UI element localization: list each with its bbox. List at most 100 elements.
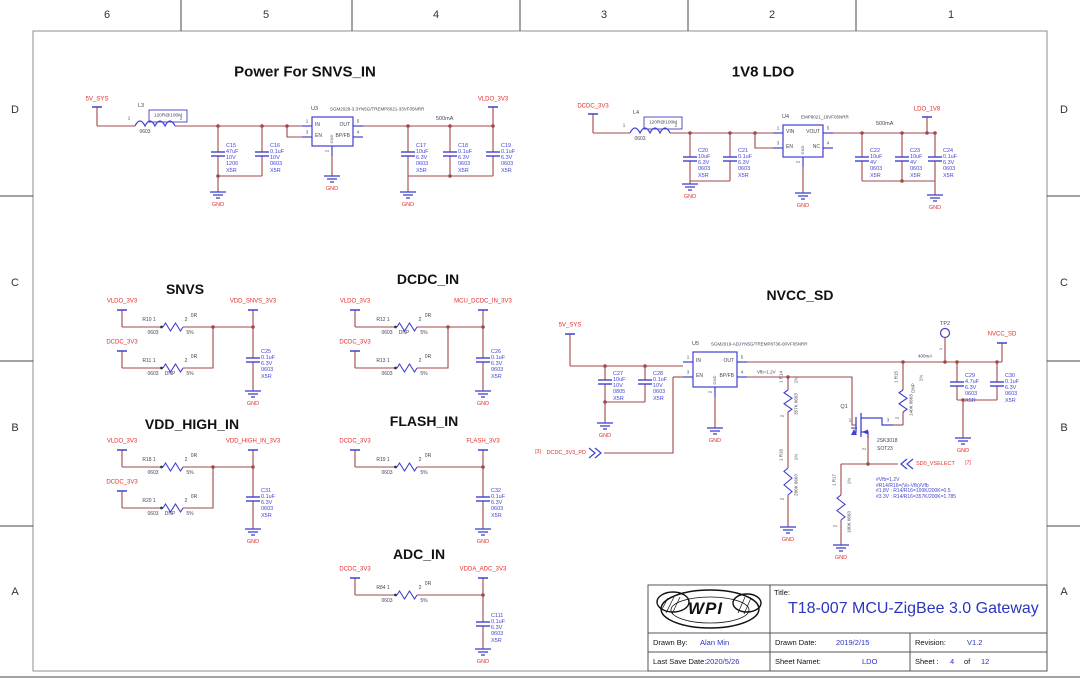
drawn-by-label: Drawn By: (653, 637, 688, 647)
resistor-r13-refdes: R13 1 (376, 358, 390, 365)
gnd-label-13: GND (956, 447, 970, 454)
resistor-r13-pin2: 2 (418, 358, 422, 365)
ic-u3-pin2-name: GND (328, 134, 334, 144)
wire (183, 467, 214, 509)
junction-dot (448, 124, 452, 128)
resistor-r11-package: 0603 (147, 371, 159, 378)
ic-u5-pin5-name: OUT (723, 358, 734, 365)
gnd-label-14: GND (781, 536, 795, 543)
resistor-r18-tolerance: 5% (186, 470, 194, 477)
ic-u5-pin5-number: 5 (740, 354, 744, 360)
transistor-q1-pin-drain: 3 (886, 417, 890, 423)
capacitor-c27-label: C27 10uF 10V 0805 X5R (613, 371, 626, 402)
port-sd0-vselect-chevron-icon (900, 458, 908, 470)
net-vldo-3v3-vddhigh-label: VLDO_3V3 (106, 438, 138, 445)
ic-u4-pin4-name: NC (812, 144, 820, 151)
ic-u3-partnumber: SGM2028-3.3YN5G/TREMP8021-33VF05NRR (330, 106, 425, 112)
drawn-date-value: 2019/2/15 (836, 637, 870, 647)
junction-dot (448, 174, 452, 178)
grid-col-label-6: 6 (103, 8, 111, 21)
capacitor-c26-label: C26 0.1uF 6.3V 0603 X5R (491, 349, 506, 380)
wire (604, 377, 674, 454)
resistor-r17-label-2: 100K 0603 (846, 511, 852, 533)
resistor-r16-icon (783, 467, 793, 496)
junction-dot (251, 465, 255, 469)
resistor-r10-pin2: 2 (184, 317, 188, 324)
junction-dot (406, 124, 410, 128)
resistor-r15-icon (898, 389, 908, 413)
ic-u3-pin5-number: 5 (356, 118, 360, 124)
sheet-total-value: 12 (981, 656, 990, 666)
resistor-r10-value: 0R (190, 313, 198, 320)
wire (183, 327, 214, 369)
junction-dot (925, 131, 929, 135)
junction-dot (481, 465, 485, 469)
wpi-logo-text: WPI (688, 599, 724, 618)
gnd-label-1: GND (325, 185, 339, 192)
resistor-r16-label-2: 200K 0603 (793, 474, 799, 496)
resistor-r18-icon (162, 461, 184, 473)
symbols-layer (92, 106, 1007, 656)
capacitor-c29-label: C29 4.7uF 6.3V 0603 X5R (965, 373, 980, 404)
resistor-r13-value: 0R (424, 354, 432, 361)
wires-layer (96, 107, 1003, 649)
resistor-r14-label-1: 1% (793, 376, 799, 384)
net-5v-sys-label: 5V_SYS (85, 96, 109, 103)
transistor-q1-drain-icon (861, 417, 893, 426)
junction-dot (933, 131, 937, 135)
ic-u4-pin2-name: GND (799, 145, 805, 155)
resistor-r15-label-2: 1% (918, 374, 924, 382)
resistor-r15-label-3: 140K 0603 (908, 394, 914, 416)
capacitor-c18-label: C18 0.1uF 6.3V 0603 X5R (458, 143, 473, 174)
gnd-label-6: GND (246, 400, 260, 407)
testpoint-tp2-pin: 1 (937, 347, 943, 351)
last-save-label: Last Save Date: (653, 656, 707, 666)
net-nvcc-sd-label: NVCC_SD (987, 331, 1017, 338)
resistor-r10-tolerance: 5% (186, 330, 194, 337)
ic-u4-pin3-name: EN (786, 144, 793, 151)
capacitor-c23-label: C23 10uF 4V 0603 X5R (910, 148, 923, 179)
resistor-r17-icon (836, 494, 846, 521)
resistor-r20-icon (162, 502, 184, 514)
resistor-r15-label-0: 1 R15 (893, 370, 899, 384)
capacitor-c21-label: C21 0.1uF 6.3V 0603 X5R (738, 148, 753, 179)
sheet-name-label: Sheet Namet: (775, 656, 821, 666)
net-mcu-dcdc-in-3v3-label: MCU_DCDC_IN_3V3 (454, 298, 512, 305)
inductor-l4-pin2: 2 (674, 122, 678, 128)
resistor-r16-label-3: 2 (779, 497, 785, 501)
net-vdd-snvs-3v3-label: VDD_SNVS_3V3 (229, 298, 277, 305)
ic-u3-pin2-number: 2 (324, 149, 330, 153)
ic-u5-refdes: U5 (692, 340, 700, 347)
gnd-label-15: GND (834, 554, 848, 561)
capacitor-c16-label: C16 0.1uF 10V 0603 X5R (270, 143, 285, 174)
block-title-power-snvs: Power For SNVS_IN (234, 63, 376, 81)
junction-dot (901, 360, 905, 364)
ic-u4-pin2-number: 2 (795, 160, 801, 164)
resistor-r10-refdes: R10 1 (142, 317, 156, 324)
ic-u4-pin5-number: 5 (826, 125, 830, 131)
resistor-r11-refdes: R11 1 (142, 358, 156, 365)
block-title-dcdc-in: DCDC_IN (396, 271, 460, 288)
junction-dot (211, 465, 215, 469)
revision-label: Revision: (915, 637, 946, 647)
resistor-r20-pin2: 2 (184, 498, 188, 505)
port-dcdc-3v3-pd-tag: [3] (535, 449, 541, 456)
junction-dot (251, 325, 255, 329)
gnd-label-0: GND (211, 201, 225, 208)
resistor-r12-pin2: 2 (418, 317, 422, 324)
inductor-l4-box (643, 116, 683, 130)
inductor-l4-package: 0603 (634, 136, 646, 143)
resistor-r11-value: 0R (190, 354, 198, 361)
inductor-l4-refdes: L4 (632, 109, 640, 116)
resistor-r11-pin2: 2 (184, 358, 188, 365)
resistor-r20-tolerance: 5% (186, 511, 194, 518)
resistor-r20-pin-dot (160, 506, 163, 510)
net-vdda-adc-3v3-label: VDDA_ADC_3V3 (459, 566, 507, 573)
resistor-r84-refdes: R84 1 (376, 585, 390, 592)
port-sd0-vselect-chevron-icon (906, 458, 914, 470)
block-title-vdd-high-in: VDD_HIGH_IN (144, 416, 240, 433)
junction-dot (688, 131, 692, 135)
